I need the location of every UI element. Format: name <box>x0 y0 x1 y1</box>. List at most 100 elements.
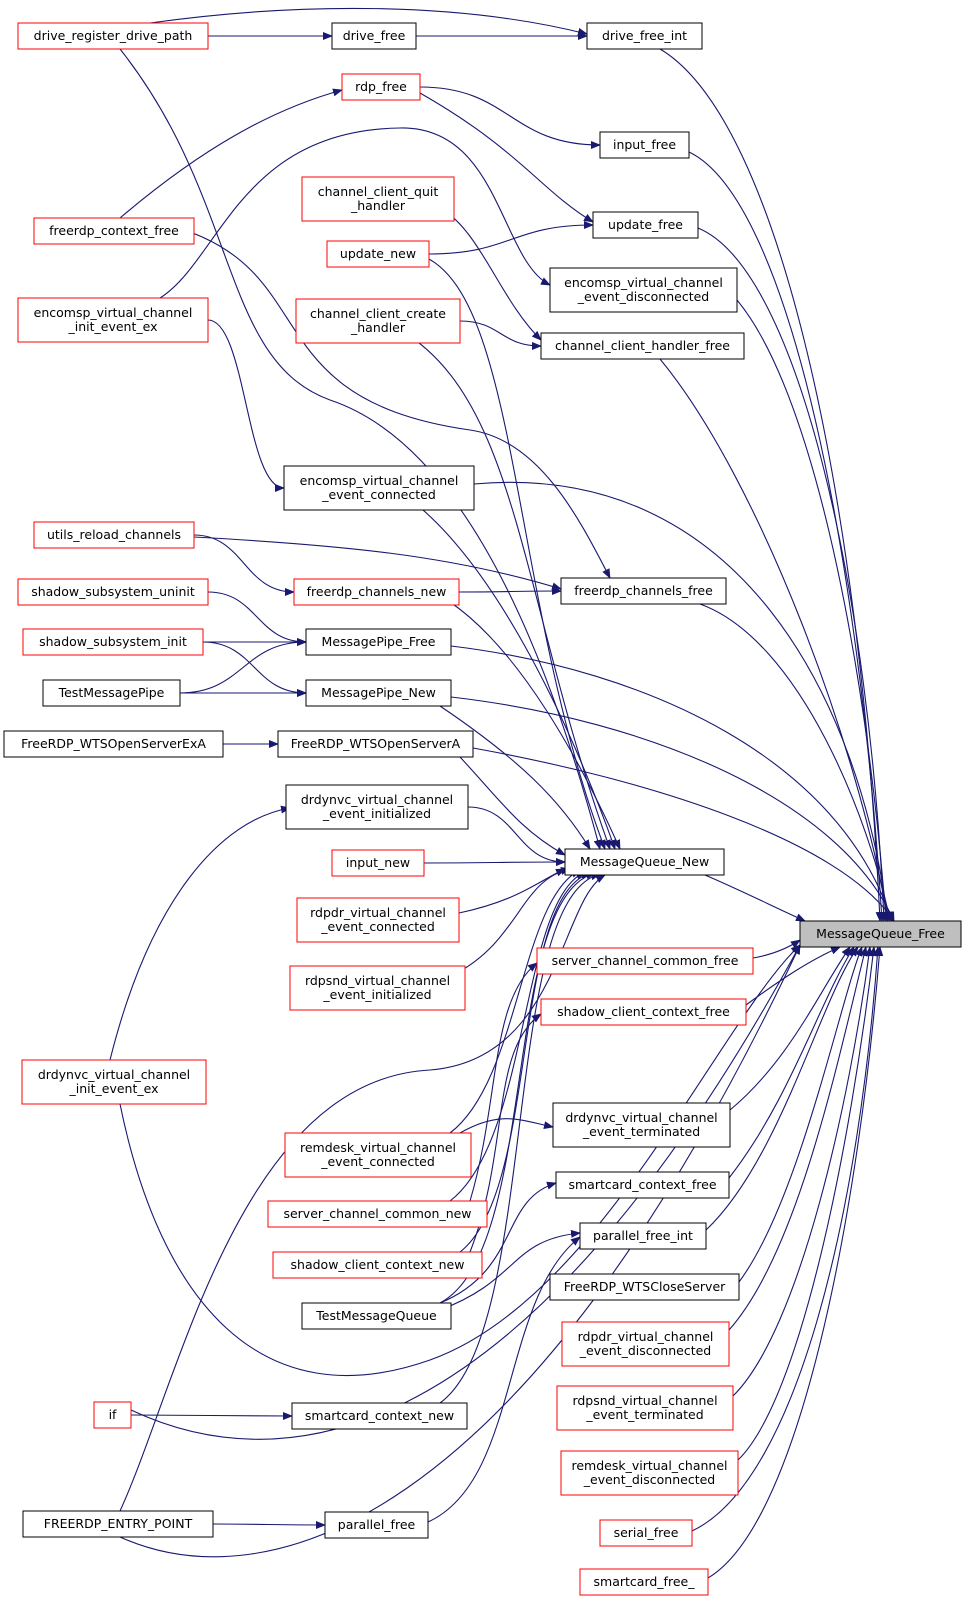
node-freerdp-wtsopenserverexa[interactable]: FreeRDP_WTSOpenServerExA <box>3 730 224 758</box>
node-label: shadow_subsystem_init <box>39 634 187 649</box>
node-freerdp-channels-free[interactable]: freerdp_channels_free <box>560 577 727 605</box>
node-shadow-client-context-free[interactable]: shadow_client_context_free <box>540 998 747 1026</box>
edge-updn-to-updf <box>428 221 594 255</box>
node-box <box>331 849 425 877</box>
node-label: freerdp_context_free <box>49 223 179 238</box>
node-remdesk-virtual-channel-event-connected[interactable]: remdesk_virtual_channel_event_connected <box>284 1132 472 1178</box>
node-box <box>564 848 725 876</box>
node-messagepipe-new[interactable]: MessagePipe_New <box>305 679 452 707</box>
edge-mpf-to-mqf <box>450 645 894 922</box>
edge-updf-to-mqf <box>697 227 888 922</box>
edge-fchn-to-mqn <box>449 601 621 850</box>
node-rdpdr-virtual-channel-event-disconnected[interactable]: rdpdr_virtual_channel_event_disconnected <box>561 1321 730 1367</box>
node-serial-free[interactable]: serial_free <box>599 1519 693 1547</box>
node-freerdp-entry-point[interactable]: FREERDP_ENTRY_POINT <box>22 1510 214 1538</box>
node-shadow-subsystem-uninit[interactable]: shadow_subsystem_uninit <box>17 578 209 606</box>
node-label: encomsp_virtual_channel <box>300 473 459 488</box>
node-shadow-client-context-new[interactable]: shadow_client_context_new <box>272 1251 483 1279</box>
node-encomsp-virtual-channel-event-connected[interactable]: encomsp_virtual_channel_event_connected <box>283 465 475 511</box>
node-drive-free[interactable]: drive_free <box>331 22 417 50</box>
edge-tmp-to-mpf <box>179 638 307 694</box>
node-box <box>305 628 452 656</box>
node-label: smartcard_free_ <box>594 1574 696 1589</box>
node-label: _event_terminated <box>585 1407 703 1422</box>
node-rdpsnd-virtual-channel-event-initialized[interactable]: rdpsnd_virtual_channel_event_initialized <box>289 965 466 1011</box>
node-box <box>556 1385 734 1431</box>
node-smartcard-free-[interactable]: smartcard_free_ <box>579 1568 709 1596</box>
node-utils-reload-channels[interactable]: utils_reload_channels <box>33 521 195 549</box>
node-label: channel_client_create <box>310 306 446 321</box>
edge-cchf-to-mqf <box>659 358 891 922</box>
node-if[interactable]: if <box>93 1401 132 1429</box>
node-freerdp-channels-new[interactable]: freerdp_channels_new <box>293 578 460 606</box>
node-encomsp-virtual-channel-event-disconnected[interactable]: encomsp_virtual_channel_event_disconnect… <box>549 267 738 313</box>
edge-evcd-to-mqf <box>736 299 890 922</box>
edge-mpn-to-mqf <box>450 696 895 922</box>
node-channel-client-quit-handler[interactable]: channel_client_quit_handler <box>301 176 455 222</box>
node-channel-client-handler-free[interactable]: channel_client_handler_free <box>540 332 745 360</box>
node-input-new[interactable]: input_new <box>331 849 425 877</box>
node-box <box>552 1102 731 1148</box>
node-label: encomsp_virtual_channel <box>564 275 723 290</box>
node-parallel-free[interactable]: parallel_free <box>324 1511 429 1539</box>
node-box <box>283 465 475 511</box>
node-freerdp-wtsopenservera[interactable]: FreeRDP_WTSOpenServerA <box>277 730 474 758</box>
node-drdynvc-virtual-channel-event-terminated[interactable]: drdynvc_virtual_channel_event_terminated <box>552 1102 731 1148</box>
edge-urc-to-fchn <box>193 534 295 596</box>
node-box <box>592 211 699 239</box>
edge-pfi-to-mqf <box>705 946 859 1231</box>
node-label: serial_free <box>614 1525 679 1540</box>
node-label: utils_reload_channels <box>47 527 181 542</box>
edge-fchf-to-mqf <box>699 603 893 922</box>
node-testmessagepipe[interactable]: TestMessagePipe <box>42 679 181 707</box>
node-box <box>555 1171 730 1199</box>
node-channel-client-create-handler[interactable]: channel_client_create_handler <box>295 298 461 344</box>
node-label: rdpsnd_virtual_channel <box>572 1393 717 1408</box>
node-label: _event_connected <box>320 919 435 934</box>
node-server-channel-common-free[interactable]: server_channel_common_free <box>536 947 754 975</box>
node-messagepipe-free[interactable]: MessagePipe_Free <box>305 628 452 656</box>
node-label: input_free <box>613 137 676 152</box>
node-smartcard-context-free[interactable]: smartcard_context_free <box>555 1171 730 1199</box>
node-smartcard-context-new[interactable]: smartcard_context_new <box>291 1402 468 1430</box>
edge-mpn-to-mqn <box>439 705 591 850</box>
node-testmessagequeue[interactable]: TestMessageQueue <box>301 1302 452 1330</box>
nodes-layer: MessageQueue_Free drive_free_int drive_fre… <box>3 22 962 1596</box>
node-drdynvc-virtual-channel-init-event-ex[interactable]: drdynvc_virtual_channel_init_event_ex <box>21 1059 207 1105</box>
node-remdesk-virtual-channel-event-disconnected[interactable]: remdesk_virtual_channel_event_disconnect… <box>560 1450 739 1496</box>
node-update-new[interactable]: update_new <box>326 240 430 268</box>
node-freerdp-wtscloseserver[interactable]: FreeRDP_WTSCloseServer <box>549 1273 740 1301</box>
node-rdp-free[interactable]: rdp_free <box>341 73 421 101</box>
node-update-free[interactable]: update_free <box>592 211 699 239</box>
edge-dvie-to-mqf <box>119 944 801 1377</box>
node-box <box>296 897 460 943</box>
node-encomsp-virtual-channel-init-event-ex[interactable]: encomsp_virtual_channel_init_event_ex <box>17 297 209 343</box>
node-input-free[interactable]: input_free <box>599 131 690 159</box>
edge-ssu-to-mpf <box>207 591 307 646</box>
node-rdpdr-virtual-channel-event-connected[interactable]: rdpdr_virtual_channel_event_connected <box>296 897 460 943</box>
node-parallel-free-int[interactable]: parallel_free_int <box>579 1222 707 1250</box>
node-freerdp-context-free[interactable]: freerdp_context_free <box>33 217 195 245</box>
edge-tmq-to-smcf <box>439 1181 557 1304</box>
node-label: rdp_free <box>355 79 407 94</box>
node-rdpsnd-virtual-channel-event-terminated[interactable]: rdpsnd_virtual_channel_event_terminated <box>556 1385 734 1431</box>
node-box <box>284 1132 472 1178</box>
node-messagequeue-new[interactable]: MessageQueue_New <box>564 848 725 876</box>
node-drdynvc-virtual-channel-event-initialized[interactable]: drdynvc_virtual_channel_event_initialize… <box>285 784 469 830</box>
node-label: drive_register_drive_path <box>34 28 193 43</box>
node-shadow-subsystem-init[interactable]: shadow_subsystem_init <box>22 628 204 656</box>
node-label: _event_disconnected <box>577 289 709 304</box>
node-messagequeue-free[interactable]: MessageQueue_Free <box>799 920 962 948</box>
node-label: MessagePipe_Free <box>322 634 436 649</box>
node-drive-free-int[interactable]: drive_free_int <box>586 22 703 50</box>
node-box <box>301 176 455 222</box>
edge-fwa-to-mqf <box>472 747 895 922</box>
node-box <box>289 965 466 1011</box>
node-label: smartcard_context_free <box>568 1177 716 1192</box>
node-box <box>540 332 745 360</box>
edges-layer <box>109 7 895 1583</box>
node-box <box>540 998 747 1026</box>
node-drive-register-drive-path[interactable]: drive_register_drive_path <box>17 22 209 50</box>
node-server-channel-common-new[interactable]: server_channel_common_new <box>267 1200 488 1228</box>
edge-scf-to-mqf <box>752 939 801 959</box>
